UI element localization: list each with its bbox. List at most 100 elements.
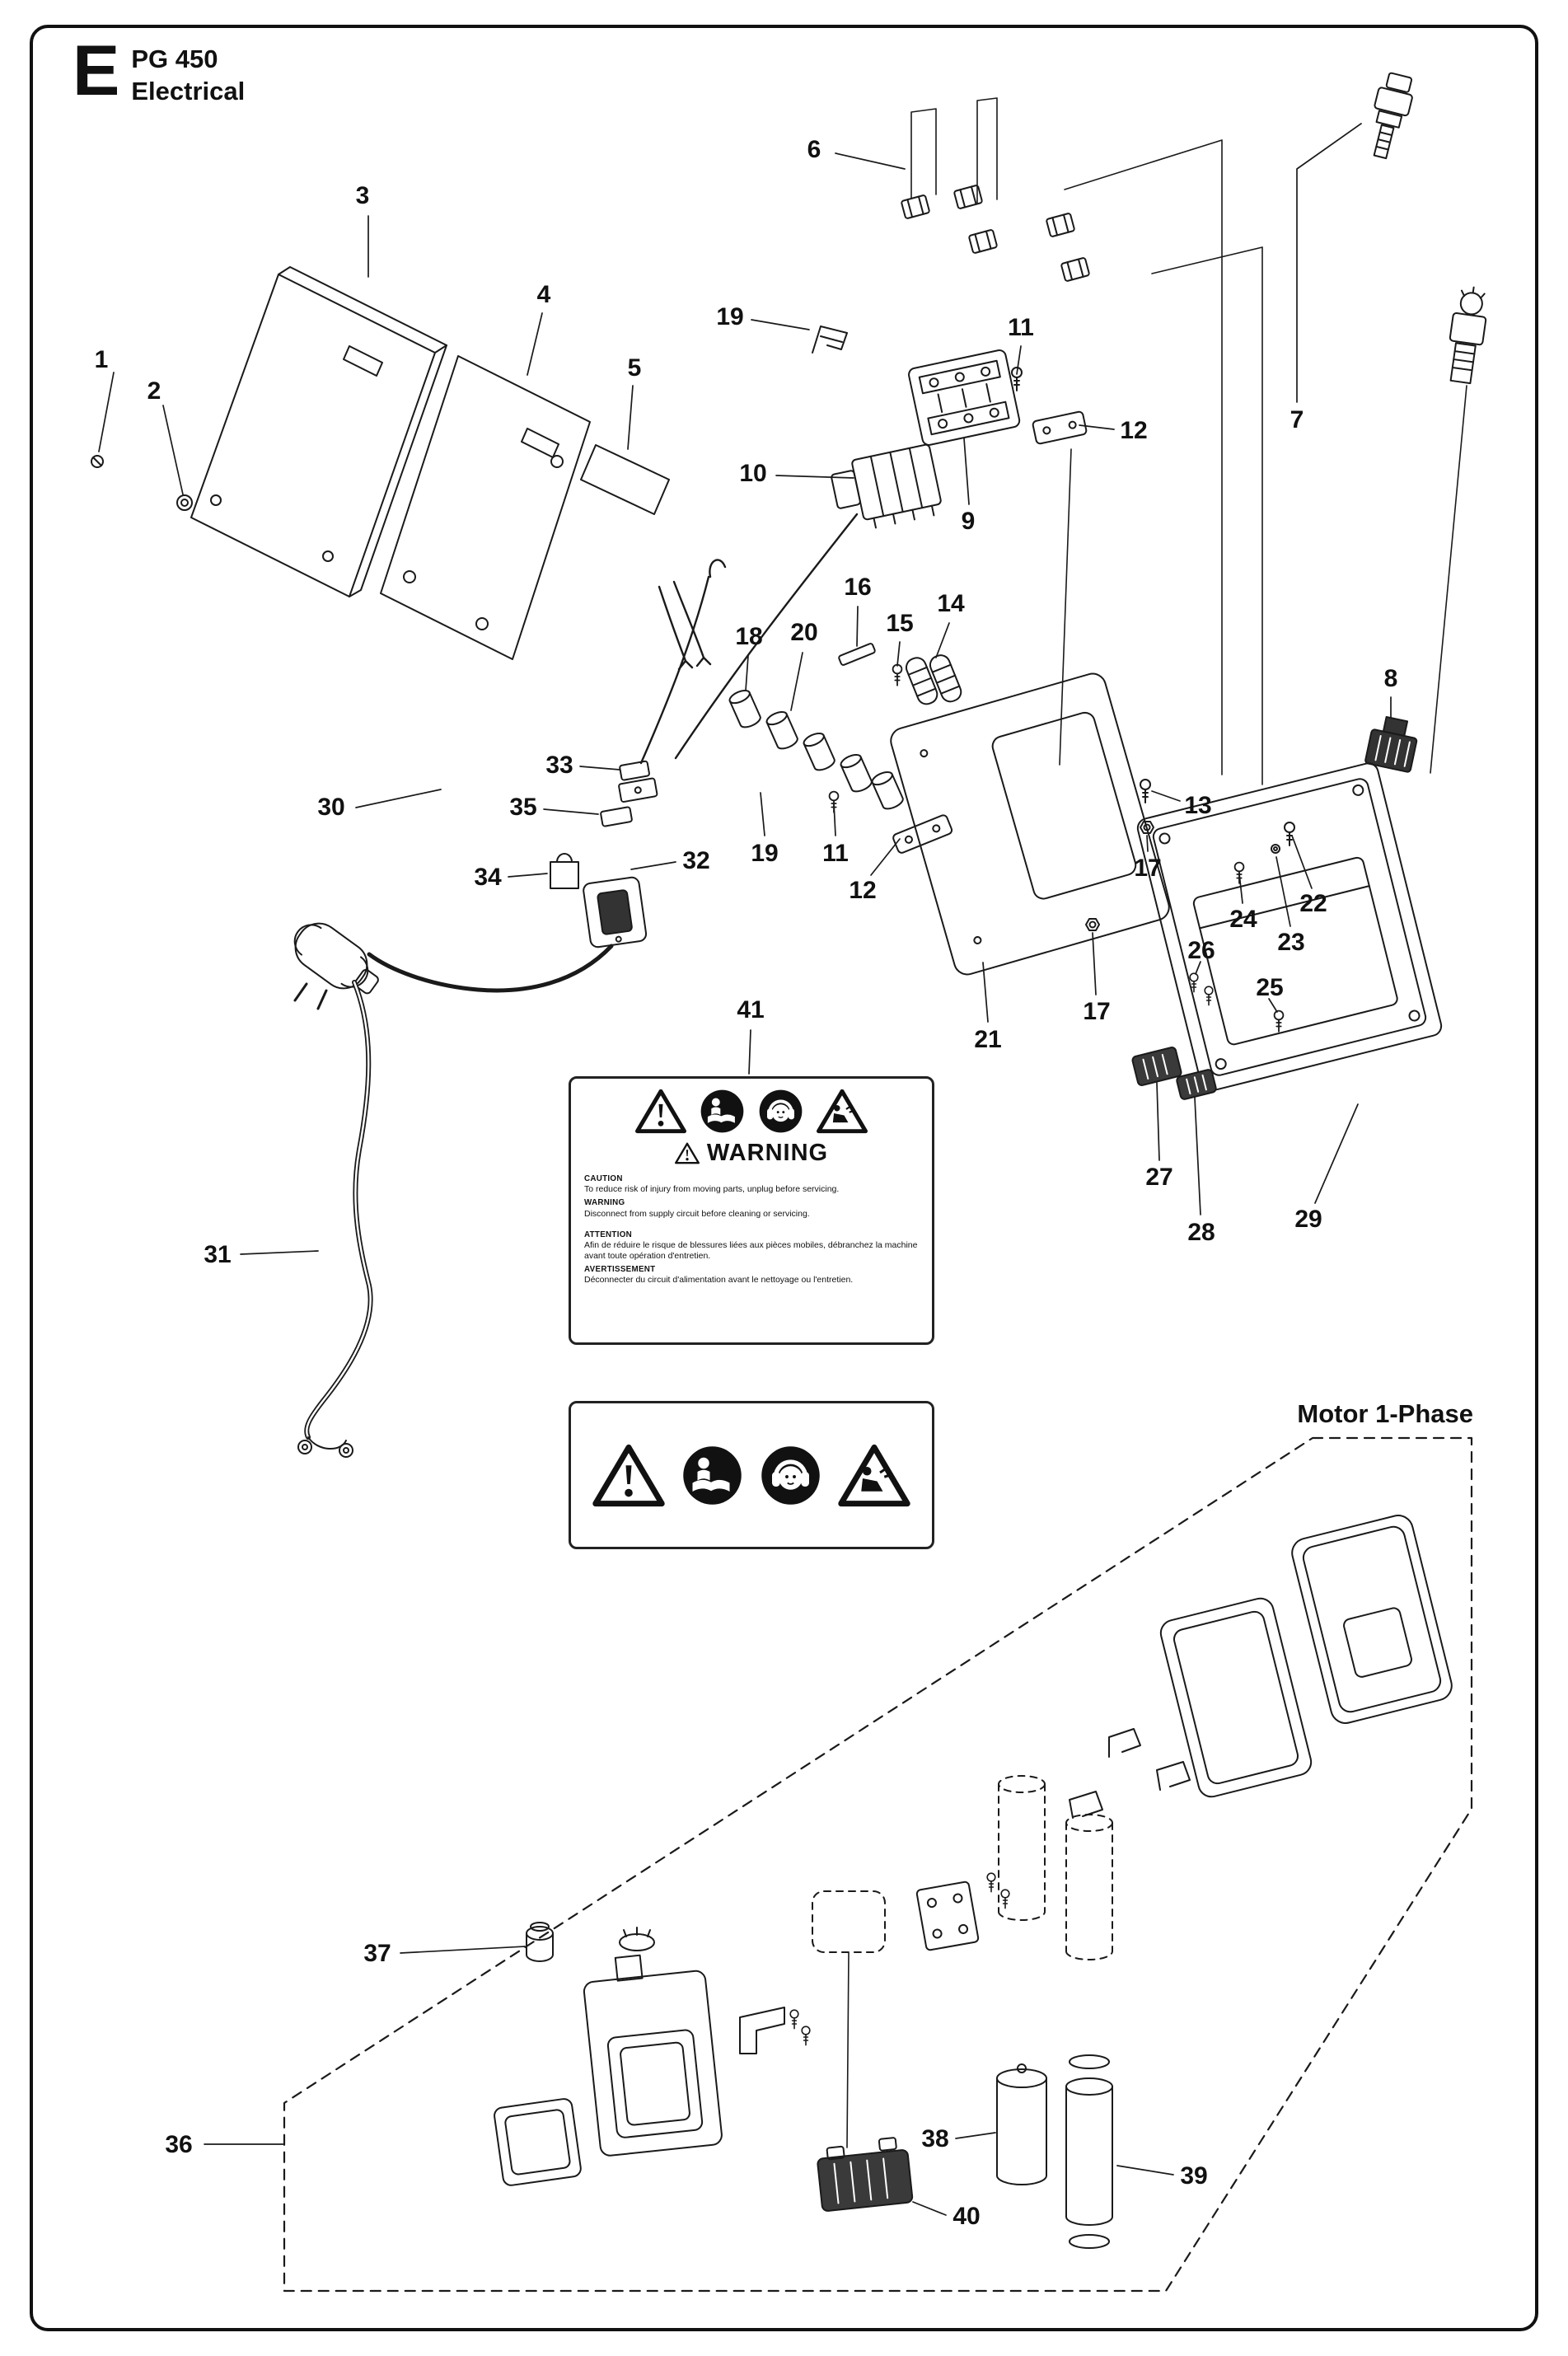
screw-24-drawing: [1233, 861, 1245, 884]
capacitor-38-drawing: [996, 2063, 1047, 2185]
cover-gasket-drawing: [1159, 1597, 1313, 1798]
callout-19: 19: [716, 303, 744, 330]
warning-text: Disconnect from supply circuit before cl…: [584, 1208, 810, 1219]
read-manual-icon: [681, 1445, 743, 1506]
callout-7: 7: [1290, 406, 1304, 433]
warning-triangle-icon: [592, 1444, 665, 1507]
ear-protection-icon: [760, 1445, 821, 1506]
washer-2-drawing: [176, 494, 193, 511]
connector-40-drawing: [817, 2137, 914, 2212]
section-letter: E: [73, 31, 120, 110]
callout-40: 40: [953, 2203, 981, 2230]
callout-10: 10: [739, 460, 767, 487]
gasket-36-drawing: [494, 2098, 582, 2186]
callout-32: 32: [682, 847, 710, 874]
bracket-12a-drawing: [1032, 410, 1088, 445]
sensor-7-drawing: [1373, 72, 1413, 160]
capacitor-ghost-drawings: [812, 1775, 1113, 1960]
strip-16-drawing: [838, 643, 876, 666]
callout-9: 9: [961, 508, 976, 535]
callout-4: 4: [536, 281, 551, 308]
callout-36: 36: [165, 2131, 193, 2158]
terminal-block-drawing: [915, 1881, 980, 1951]
box-29-drawing: [1136, 762, 1443, 1092]
water-tank-37-drawing: [526, 1922, 723, 2157]
plate-21-drawing: [890, 672, 1170, 976]
screw-13-drawing: [1140, 779, 1151, 803]
washer-23-drawing: [1271, 844, 1280, 854]
callout-5: 5: [627, 354, 642, 382]
screw-11b-drawing: [828, 790, 840, 813]
caution-title: CAUTION: [584, 1174, 623, 1183]
page-header: E PG 450 Electrical: [73, 31, 245, 110]
callout-19: 19: [751, 840, 779, 867]
moving-parts-hazard-icon: [838, 1444, 910, 1507]
callout-27: 27: [1145, 1164, 1173, 1191]
callout-15: 15: [886, 610, 914, 637]
callout-23: 23: [1277, 929, 1305, 956]
callout-22: 22: [1299, 890, 1327, 917]
model-title: PG 450: [131, 44, 218, 73]
callout-13: 13: [1184, 792, 1212, 819]
relay-10-drawing: [831, 443, 942, 529]
boot-14-drawing: [905, 654, 962, 705]
contactor-9-drawing: [908, 349, 1021, 446]
callout-26: 26: [1187, 937, 1215, 964]
ear-protection-icon: [758, 1089, 803, 1134]
read-manual-icon: [700, 1089, 745, 1134]
callout-35: 35: [509, 794, 537, 821]
motor-1-phase-region: [283, 1436, 1473, 2293]
callout-11: 11: [1008, 314, 1034, 341]
callout-38: 38: [921, 2125, 949, 2152]
warning-triangle-icon: [635, 1089, 686, 1134]
callout-1: 1: [94, 346, 109, 373]
callout-24: 24: [1229, 906, 1257, 933]
warning-title: WARNING: [584, 1198, 625, 1208]
callout-11: 11: [822, 840, 849, 867]
screw-15-drawing: [892, 663, 903, 686]
mains-plug-drawing: [293, 922, 379, 995]
callout-2: 2: [147, 377, 161, 405]
connector-28-drawing: [1176, 1069, 1217, 1100]
switch-32-drawing: [583, 876, 648, 948]
motor-region-boundary: [283, 1436, 1473, 2293]
bracket-6-group-drawing: [901, 185, 1090, 282]
clip-drawings: [1069, 1728, 1191, 1819]
safety-icons-decal: [569, 1401, 934, 1549]
callout-17: 17: [1083, 998, 1111, 1025]
avertissement-text: Déconnecter du circuit d'alimentation av…: [584, 1275, 854, 1286]
callout-14: 14: [937, 590, 965, 617]
screw-22-drawing: [1284, 822, 1295, 846]
nut-17b-drawing: [1085, 918, 1100, 931]
plug-fitting-drawing: [1449, 286, 1487, 385]
warning-triangle-icon: [675, 1142, 700, 1164]
bracket-drawing: [739, 2007, 811, 2054]
warning-heading: WARNING: [706, 1140, 829, 1166]
motor-1-phase-label: Motor 1-Phase: [1297, 1399, 1473, 1428]
callout-41: 41: [737, 996, 765, 1023]
callout-29: 29: [1294, 1206, 1322, 1233]
bracket-12b-drawing: [892, 814, 953, 854]
screw-1-drawing: [91, 455, 104, 468]
cable-31-drawing: [297, 980, 373, 1458]
wiring-harness-drawing: [639, 513, 859, 765]
clamp-33-drawing: [618, 760, 658, 803]
callout-3: 3: [355, 182, 370, 209]
avertissement-title: AVERTISSEMENT: [584, 1265, 656, 1275]
warning-heading-row: WARNING: [584, 1140, 919, 1167]
screw-25-drawing: [1273, 1009, 1285, 1033]
callout-18: 18: [735, 623, 763, 650]
callout-21: 21: [974, 1026, 1002, 1053]
callout-25: 25: [1256, 974, 1284, 1001]
warning-icon-row: [584, 1089, 919, 1134]
callout-30: 30: [317, 794, 345, 821]
clamp-34-drawing: [550, 853, 579, 889]
moving-parts-hazard-icon: [817, 1089, 868, 1134]
callout-31: 31: [204, 1241, 232, 1268]
panel-4-drawing: [380, 355, 591, 660]
caution-text: To reduce risk of injury from moving par…: [584, 1184, 840, 1195]
connector-8-drawing: [1364, 715, 1418, 773]
junction-cover-drawing: [1291, 1515, 1453, 1724]
